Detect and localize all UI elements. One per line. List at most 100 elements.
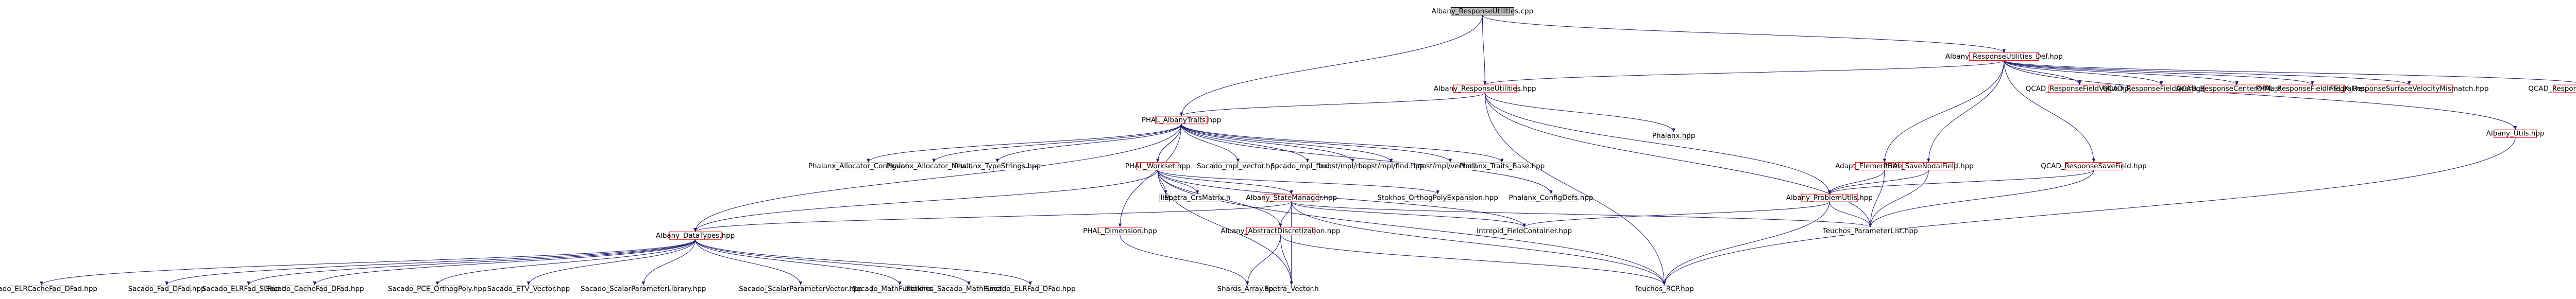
include-edge [2004,60,2239,85]
graph-node-n6[interactable]: PHAL_ResponseFieldIntegral.hpp [2256,85,2369,93]
node-box [2129,84,2193,93]
graph-node-n3[interactable]: QCAD_ResponseFieldValue.hpp [2026,85,2134,93]
node-box [765,285,837,293]
node-box [871,285,928,293]
graph-node-n26[interactable]: Albany_ProblemUtils.hpp [1786,194,1873,202]
include-edge [1280,235,1666,286]
node-label: PHAL_ResponseFieldIntegral.hpp [2256,85,2369,93]
include-edge [1522,201,1830,227]
node-box [1002,285,1058,293]
include-edge [1883,60,2005,163]
node-label: Phalanx_Allocator_Contiguous.hpp [808,162,928,170]
include-edge [1927,60,2005,163]
node-label: Albany_ResponseUtilities.cpp [1432,7,1534,15]
node-label: boost/mpl/find.hpp [1358,162,1424,170]
node-box [1175,194,1220,202]
graph-node-n11[interactable]: Albany_Utils.hpp [2486,130,2545,138]
include-edge [1663,137,2516,286]
include-edge [1482,15,1487,85]
node-box [1476,162,1529,171]
node-box [1524,194,1578,202]
node-label: Sacado_ELRCacheFad_DFad.hpp [0,285,97,293]
node-box [2065,162,2123,171]
node-box [1493,227,1555,235]
node-box [1097,227,1143,235]
graph-node-n18[interactable]: PHAL_Workset.hpp [1125,162,1191,170]
graph-node-n40: Sacado_PCE_OrthogPoly.hpp [388,285,487,293]
graph-node-n1[interactable]: Albany_ResponseUtilities_Def.hpp [1945,52,2063,61]
graph-node-n24: Phalanx_Traits_Base.hpp [1459,162,1545,170]
node-label: Sacado_PCE_OrthogPoly.hpp [388,285,487,293]
graph-node-n5[interactable]: QCAD_ResponseCenterOfMass.hpp [2176,85,2298,93]
graph-node-n32[interactable]: PHAL_Dimension.hpp [1083,227,1157,235]
node-label: Phalanx_ConfigDefs.hpp [1509,194,1593,202]
include-edge [1827,170,2094,195]
node-label: Albany_DataTypes.hpp [656,232,735,240]
graph-node-n25: Phalanx_ConfigDefs.hpp [1509,194,1593,202]
graph-node-n29[interactable]: Albany_StateManager.hpp [1246,194,1337,202]
node-box [2280,84,2345,93]
node-label: Albany_StateManager.hpp [1246,194,1337,202]
node-label: QCAD_ResponseFieldAverage.hpp [2103,85,2220,93]
node-label: boost/mpl/vector.hpp [1413,162,1487,170]
node-label: Stokhos_OrthogPolyExpansion.hpp [1377,194,1498,202]
node-label: Shards_Array.hpp [1217,285,1278,293]
graph-node-n14[interactable]: QCAD_ResponseSaveField.hpp [2041,162,2147,170]
node-label: Albany_ResponseUtilities.hpp [1434,85,1536,93]
include-edge [1869,170,1885,227]
node-box [1450,7,1514,15]
graph-node-n17: Phalanx_TypeStrings.hpp [954,162,1041,170]
include-edge [1869,170,2094,227]
node-box [1801,194,1858,202]
graph-node-n37: Sacado_Fad_DFad.hpp [128,285,206,293]
node-label: Albany_Utils.hpp [2486,130,2545,138]
include-edge [1291,201,1872,227]
node-label: Sacado_CacheFad_DFad.hpp [265,285,364,293]
graph-node-n9[interactable]: PHAL_AlbanyTraits.hpp [1142,116,1221,124]
graph-node-n28: Epetra_CrsMatrix.h [1164,194,1231,202]
include-edge [1181,124,1504,163]
include-edge [1118,124,1182,227]
graph-node-n0[interactable]: Albany_ResponseUtilities.cpp [1432,7,1534,15]
include-edge [1157,170,1293,195]
graph-node-n38: Sacado_ELRFad_SLFad.hpp [202,285,295,293]
graph-node-n21: boost/mpl/map.hpp [1319,162,1387,170]
graph-node-n23: boost/mpl/vector.hpp [1413,162,1487,170]
node-box [2494,129,2537,138]
node-label: Intrepid_FieldContainer.hpp [1477,227,1572,235]
graph-node-n33[interactable]: Albany_AbstractDiscretization.hpp [1221,227,1340,235]
include-edge [1280,235,1293,286]
include-edge [1181,124,1452,163]
include-edge [641,239,696,286]
graph-node-n30: Stokhos_OrthogPolyExpansion.hpp [1377,194,1498,202]
graph-node-n7[interactable]: FELIX_ResponseSurfaceVelocityMismatch.hp… [2330,85,2488,93]
graph-node-n15: Phalanx_Allocator_Contiguous.hpp [808,162,928,170]
include-edge [2004,60,2163,85]
node-box [1902,162,1955,171]
graph-node-n2[interactable]: Albany_ResponseUtilities.hpp [1434,85,1536,93]
include-edge [1157,170,1526,227]
include-edge [1181,124,1393,163]
node-box [1284,162,1331,171]
node-label: Phalanx_Allocator_New.hpp [886,162,981,170]
node-label: FELIX_ResponseSurfaceVelocityMismatch.hp… [2330,85,2488,93]
include-edge [932,124,1182,163]
graph-node-n31[interactable]: Albany_DataTypes.hpp [656,232,735,240]
node-box [285,285,344,293]
graph-node-n36: Sacado_ELRCacheFad_DFad.hpp [0,285,97,293]
graph-node-n13[interactable]: PHAL_SaveNodalField.hpp [1884,162,1974,170]
graph-node-n4[interactable]: QCAD_ResponseFieldAverage.hpp [2103,85,2220,93]
graph-node-n39: Sacado_CacheFad_DFad.hpp [265,285,364,293]
graph-node-n42: Sacado_ScalarParameterLibrary.hpp [581,285,706,293]
include-edge [1181,124,1240,163]
include-edge [2004,60,2096,163]
node-box [1159,194,1173,202]
include-edge [1157,170,1666,286]
node-label: QCAD_ResponseSaveField.hpp [2041,162,2147,170]
graph-node-n47: Shards_Array.hpp [1217,285,1278,293]
node-box [1453,84,1517,93]
include-edge [995,124,1182,163]
include-edge [1246,235,1281,286]
include-edge [695,239,1032,286]
graph-node-n8[interactable]: QCAD_ResponseFieldIntegral.hpp [2528,85,2576,93]
